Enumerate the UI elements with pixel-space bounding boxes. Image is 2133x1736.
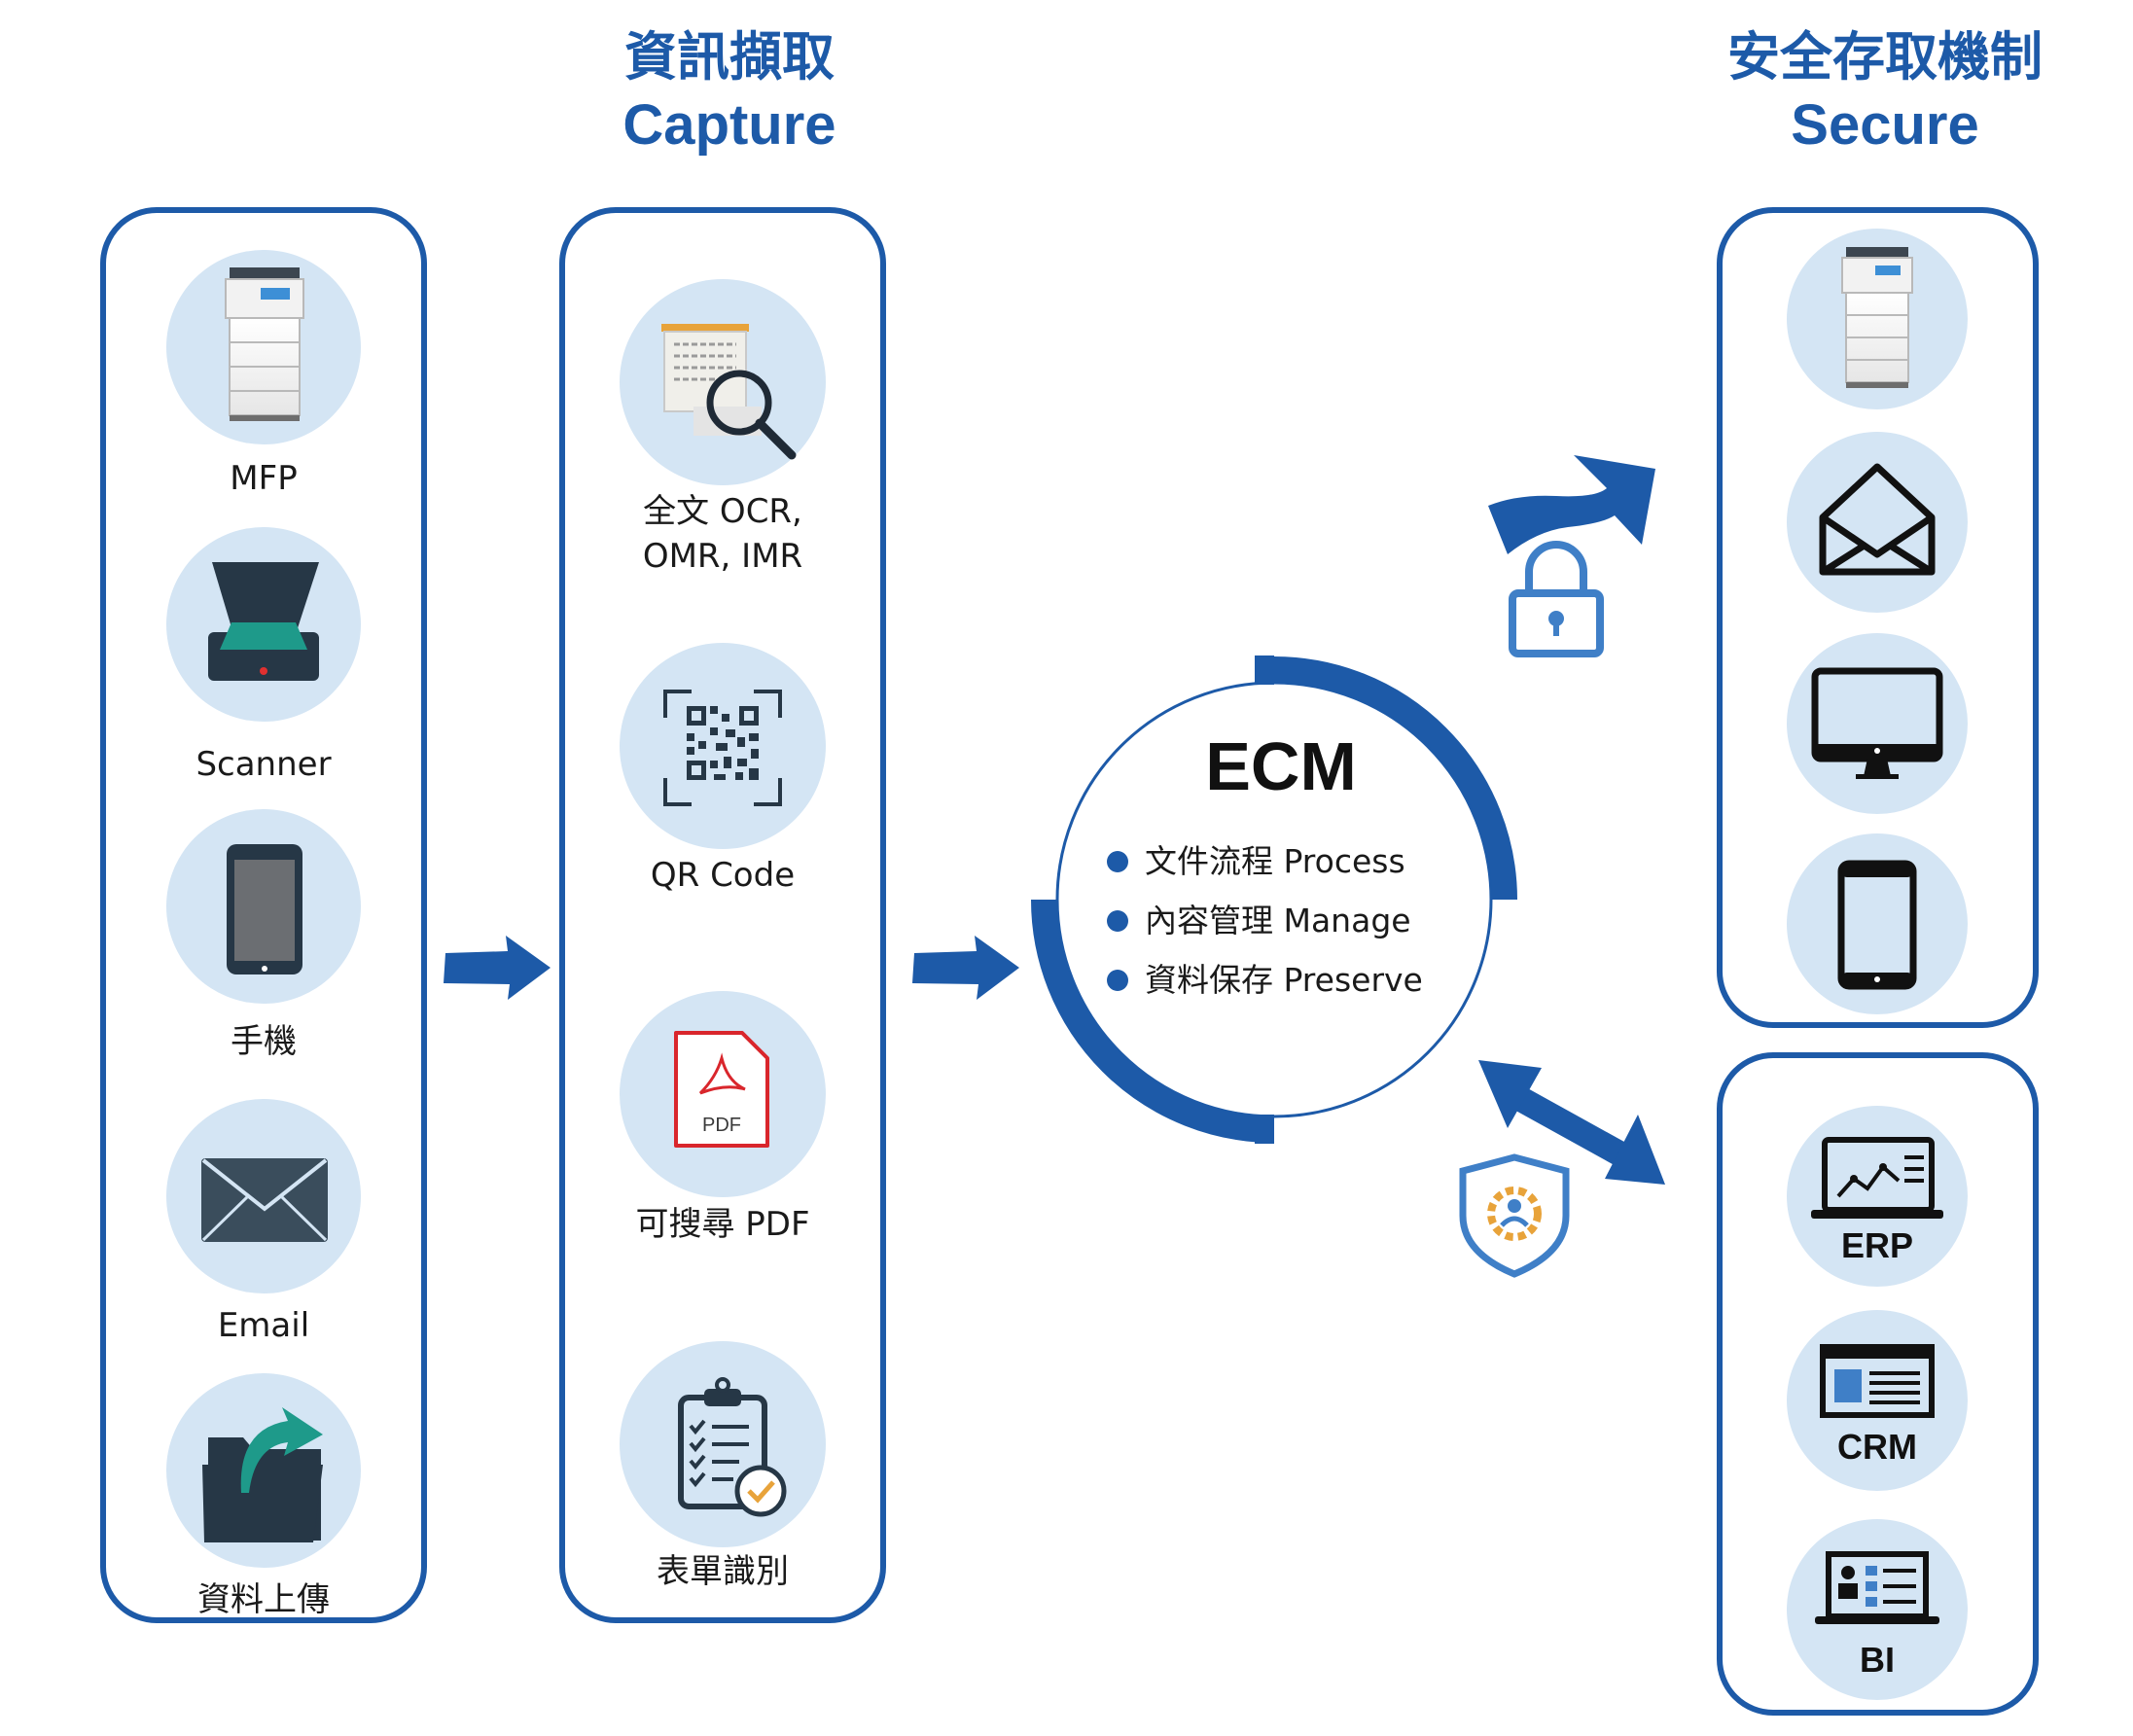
ocr-item: 全文 OCR, OMR, IMR xyxy=(620,279,826,576)
ecm-bullet-icon xyxy=(1107,851,1128,872)
arrow-to-ecm xyxy=(912,936,1019,1000)
mobile-item: 手機 xyxy=(166,809,361,1061)
pdf-file-icon: PDF xyxy=(674,1031,769,1148)
forms-item: 表單識別 xyxy=(620,1341,826,1591)
qr-item: QR Code xyxy=(620,643,826,895)
secure-title-zh: 安全存取機制 xyxy=(1727,26,2043,88)
folder-upload-icon xyxy=(202,1407,323,1542)
clipboard-check-icon xyxy=(678,1377,787,1517)
tablet-icon xyxy=(227,844,302,974)
lock-icon xyxy=(1509,541,1604,657)
ecm-title: ECM xyxy=(1205,728,1357,804)
sources-panel xyxy=(100,207,427,1623)
crm-window-icon xyxy=(1820,1344,1935,1418)
ocr-label-line2: OMR, IMR xyxy=(643,537,802,576)
ecm-arc-top xyxy=(1273,656,1517,901)
capture-panel xyxy=(559,207,886,1623)
secure-desktop-item xyxy=(1787,633,1968,814)
mobile-label: 手機 xyxy=(231,1022,297,1061)
business-systems-panel xyxy=(1717,1052,2039,1716)
upload-item: 資料上傳 xyxy=(166,1373,361,1619)
mfp-item: MFP xyxy=(166,250,361,498)
envelope-icon xyxy=(201,1158,328,1242)
scanner-item: Scanner xyxy=(166,527,361,784)
email-label: Email xyxy=(218,1306,309,1345)
secure-output-panel xyxy=(1717,207,2039,1028)
qr-code-pattern xyxy=(687,706,759,780)
mfp-icon xyxy=(225,267,304,421)
scanner-icon xyxy=(208,562,319,681)
security-badge-icon xyxy=(1459,1153,1570,1278)
ecm-arc-bottom xyxy=(1031,899,1275,1143)
secure-phone-item xyxy=(1787,833,1968,1014)
erp-label: ERP xyxy=(1841,1225,1913,1265)
bi-label: BI xyxy=(1860,1640,1895,1680)
secure-output-arrow xyxy=(1488,455,1655,554)
email-item: Email xyxy=(166,1099,361,1345)
bi-dashboard-icon xyxy=(1815,1551,1939,1624)
bi-item: BI xyxy=(1787,1519,1968,1700)
bidirectional-arrow xyxy=(1478,1060,1665,1185)
arrow-to-capture xyxy=(444,936,551,1000)
secure-email-item xyxy=(1787,432,1968,613)
ocr-magnifier-icon xyxy=(661,324,797,460)
ecm-item-manage: 內容管理 Manage xyxy=(1145,902,1411,939)
ocr-label-line1: 全文 OCR, xyxy=(643,492,802,531)
pdf-item: PDF 可搜尋 PDF xyxy=(620,991,826,1244)
pdf-label: 可搜尋 PDF xyxy=(635,1205,809,1244)
qr-code-icon xyxy=(663,690,782,806)
forms-label: 表單識別 xyxy=(657,1552,789,1591)
secure-mfp-item xyxy=(1787,229,1968,409)
capture-title-zh: 資訊擷取 xyxy=(624,26,835,88)
pdf-icon-text: PDF xyxy=(702,1115,741,1136)
mfp-icon xyxy=(1841,247,1913,388)
erp-item: ERP xyxy=(1787,1106,1968,1287)
ecm-bullet-icon xyxy=(1107,970,1128,991)
laptop-chart-icon xyxy=(1811,1137,1943,1219)
crm-item: CRM xyxy=(1787,1310,1968,1491)
smartphone-icon xyxy=(1837,860,1917,990)
ecm-item-preserve: 資料保存 Preserve xyxy=(1145,961,1423,999)
open-envelope-icon xyxy=(1819,463,1936,576)
crm-label: CRM xyxy=(1837,1427,1917,1467)
qr-label: QR Code xyxy=(651,856,795,895)
secure-title-en: Secure xyxy=(1791,93,1978,157)
scanner-label: Scanner xyxy=(196,745,331,784)
upload-label: 資料上傳 xyxy=(197,1580,330,1619)
capture-title-en: Capture xyxy=(622,93,835,157)
mfp-label: MFP xyxy=(230,459,297,498)
monitor-icon xyxy=(1811,667,1943,779)
ecm-cycle: ECM 文件流程 Process 內容管理 Manage 資料保存 Preser… xyxy=(1031,655,1517,1144)
ecm-item-process: 文件流程 Process xyxy=(1145,842,1405,880)
ecm-bullet-icon xyxy=(1107,910,1128,932)
